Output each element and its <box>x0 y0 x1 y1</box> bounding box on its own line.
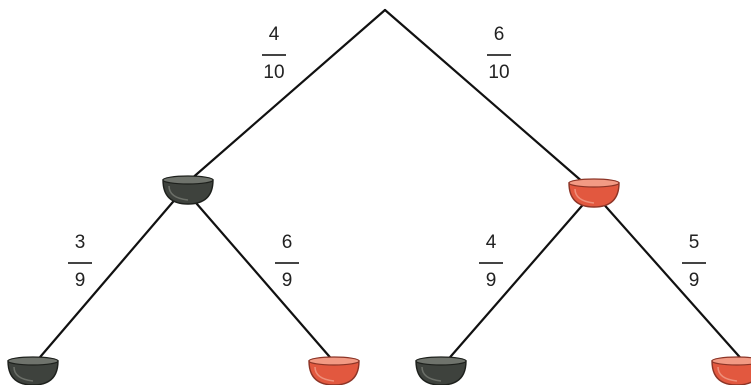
edge-right-left <box>445 200 587 363</box>
bowl-node-black-l2-1 <box>8 357 58 385</box>
bowl-node-red-l2-4 <box>712 357 751 385</box>
fraction-right-right: 5 9 <box>674 232 714 296</box>
fraction-numerator: 6 <box>479 24 519 46</box>
bowl-node-red-l2-2 <box>309 357 359 385</box>
red-bowl-rim <box>309 357 359 365</box>
bowl-node-red-l1 <box>569 179 619 207</box>
fraction-numerator: 4 <box>254 24 294 46</box>
fraction-root-right: 6 10 <box>479 24 519 88</box>
red-bowl-rim <box>712 357 751 365</box>
fraction-numerator: 3 <box>60 232 100 254</box>
edge-left-right <box>190 196 335 363</box>
fraction-denominator: 9 <box>471 270 511 292</box>
fraction-bar <box>275 262 299 264</box>
bowl-node-black-l2-3 <box>416 357 466 385</box>
fraction-right-left: 4 9 <box>471 232 511 296</box>
edge-right-right <box>600 200 745 363</box>
fraction-bar <box>479 262 503 264</box>
fraction-numerator: 5 <box>674 232 714 254</box>
fraction-bar <box>68 262 92 264</box>
red-bowl-rim <box>569 179 619 187</box>
fraction-denominator: 10 <box>479 62 519 84</box>
fraction-numerator: 4 <box>471 232 511 254</box>
fraction-left-left: 3 9 <box>60 232 100 296</box>
fraction-denominator: 10 <box>254 62 294 84</box>
black-bowl-rim <box>163 176 213 184</box>
fraction-denominator: 9 <box>674 270 714 292</box>
fraction-numerator: 6 <box>267 232 307 254</box>
bowl-node-black-l1 <box>163 176 213 204</box>
fraction-denominator: 9 <box>60 270 100 292</box>
fraction-denominator: 9 <box>267 270 307 292</box>
fraction-left-right: 6 9 <box>267 232 307 296</box>
black-bowl-rim <box>416 357 466 365</box>
fraction-bar <box>682 262 706 264</box>
black-bowl-rim <box>8 357 58 365</box>
fraction-bar <box>487 54 511 56</box>
fraction-root-left: 4 10 <box>254 24 294 88</box>
edge-left-left <box>35 196 178 363</box>
fraction-bar <box>262 54 286 56</box>
